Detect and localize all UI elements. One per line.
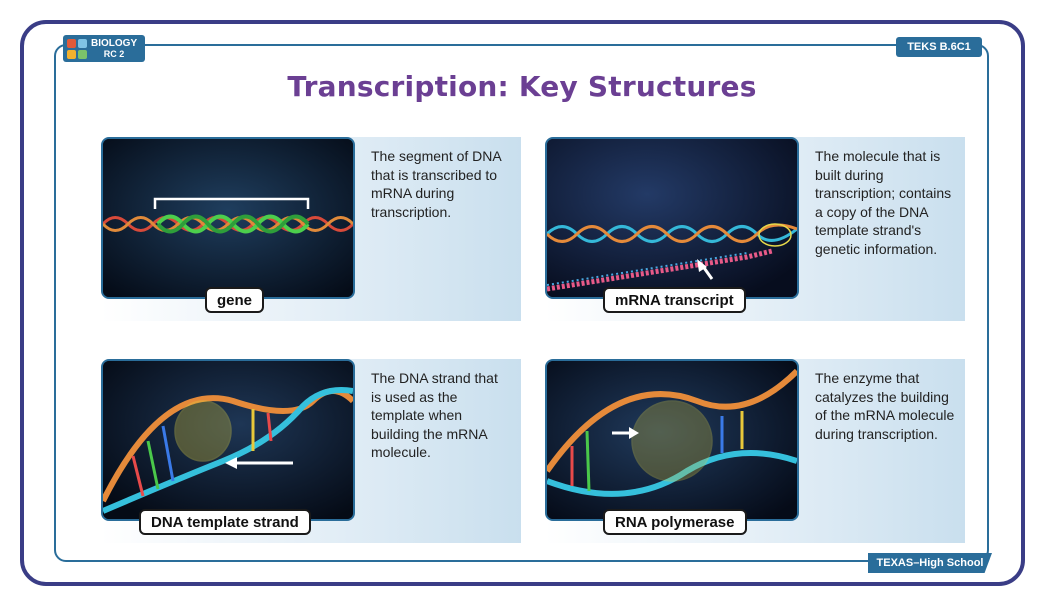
logo-squares-icon (67, 38, 87, 59)
inner-frame (54, 44, 989, 562)
logo-line2: RC 2 (103, 48, 125, 59)
gene-illustration (101, 137, 355, 299)
logo-line1: BIOLOGY (91, 37, 138, 49)
card-gene: gene The segment of DNA that is transcri… (101, 137, 521, 321)
card-dna-template-strand: DNA template strand The DNA strand that … (101, 359, 521, 543)
card-rna-polymerase: RNA polymerase The enzyme that catalyzes… (545, 359, 965, 543)
rna-polymerase-label: RNA polymerase (603, 509, 747, 535)
page-title: Transcription: Key Structures (287, 70, 757, 103)
teks-badge: TEKS B.6C1 (896, 37, 982, 57)
rna-polymerase-illustration (545, 359, 799, 521)
biology-logo: BIOLOGY RC 2 (63, 35, 145, 62)
dna-template-strand-description: The DNA strand that is used as the templ… (371, 370, 498, 460)
logo-text: BIOLOGY RC 2 (91, 37, 138, 59)
mrna-transcript-label: mRNA transcript (603, 287, 746, 313)
gene-label: gene (205, 287, 265, 313)
gene-description: The segment of DNA that is transcribed t… (371, 148, 501, 220)
mrna-transcript-description: The molecule that is built during transc… (815, 148, 952, 257)
rna-polymerase-description: The enzyme that catalyzes the building o… (815, 370, 955, 442)
mrna-illustration (545, 137, 799, 299)
dna-template-illustration (101, 359, 355, 521)
dna-template-strand-label: DNA template strand (139, 509, 311, 535)
card-mrna-transcript: mRNA transcript The molecule that is bui… (545, 137, 965, 321)
texas-high-school-tag: TEXAS–High School (868, 553, 992, 573)
